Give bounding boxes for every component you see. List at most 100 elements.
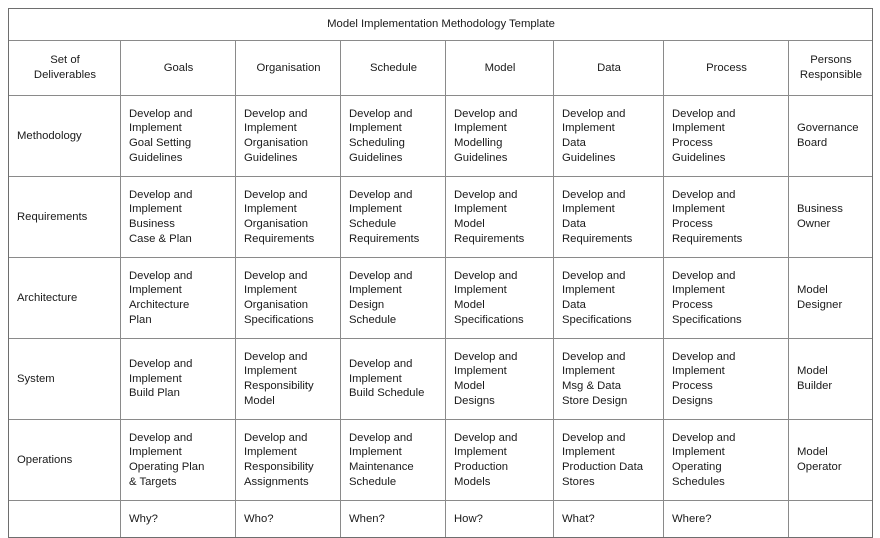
cell-line: Model [454, 299, 485, 311]
cell-line: Develop and [129, 358, 193, 371]
question-row: Why?Who?When?How?What?Where? [8, 500, 873, 538]
cell-line: Organisation [244, 137, 309, 149]
cell-line: Develop and [562, 431, 626, 444]
question-cell-5: Where? [663, 500, 789, 538]
cell-line: Msg & Data [562, 380, 622, 392]
table-title: Model Implementation Methodology Templat… [8, 8, 873, 41]
cell-line: Architecture [129, 299, 190, 311]
cell-line: Develop and [672, 269, 736, 282]
cell-line: Develop and [244, 269, 308, 282]
cell-line: Guidelines [244, 151, 298, 164]
cell-line: Develop and [244, 350, 308, 363]
cell-line: Plan [129, 313, 152, 326]
cell-line: Designs [672, 394, 713, 407]
cell-line: Process [706, 61, 747, 74]
cell-line: Requirements [349, 232, 420, 245]
cell-line: Requirements [454, 232, 525, 245]
cell-line: Develop and [349, 431, 413, 444]
cell-line: Schedule [349, 218, 397, 230]
cell-line: Schedules [672, 475, 725, 488]
cell-line: Governance [797, 122, 859, 135]
question-cell-4: What? [553, 500, 664, 538]
cell-line: Operating [672, 461, 722, 473]
cell-line: Model [797, 365, 828, 378]
cell-line: Production [454, 461, 509, 473]
cell-line: Implement [129, 122, 182, 135]
cell-line: Implement [349, 446, 402, 459]
cell-line: Set of [50, 54, 80, 67]
cell-line: Guidelines [562, 151, 616, 164]
cell-line: Implement [454, 284, 507, 297]
cell-line: Build Schedule [349, 387, 425, 400]
column-header-6: Process [663, 40, 789, 96]
cell-line: Develop and [454, 350, 518, 363]
cell-line: Develop and [244, 431, 308, 444]
cell-line: Goals [163, 61, 194, 74]
column-header-0: Set of Deliverables [8, 40, 121, 96]
cell-line: Responsibility [244, 461, 314, 473]
cell-line: Develop and [349, 269, 413, 282]
cell-line: Implement [672, 446, 725, 459]
column-header-4: Model [445, 40, 554, 96]
cell-line: Organisation [256, 61, 321, 74]
cell-line: Specifications [672, 313, 742, 326]
cell-line: Implement [129, 203, 182, 216]
cell-line: Implement [562, 284, 615, 297]
cell-line: Requirements [562, 232, 633, 245]
cell-line: Implement [672, 284, 725, 297]
cell-line: Develop and [244, 188, 308, 201]
cell-line: Business [129, 218, 175, 230]
cell-line: Scheduling [349, 137, 405, 149]
cell-line: Board [797, 137, 828, 149]
cell-line: Builder [797, 380, 833, 392]
cell-line: Designer [797, 299, 843, 311]
cell-line: Modelling [454, 137, 503, 149]
cell-line: Develop and [244, 107, 308, 120]
cell-line: Process [672, 218, 713, 230]
cell-line: Develop and [349, 107, 413, 120]
cell-line: Deliverables [33, 69, 97, 81]
cell-line: Implement [349, 372, 402, 385]
row-header-3: System [8, 338, 121, 420]
cell-line: Implement [129, 284, 182, 297]
cell-line: Develop and [129, 269, 193, 282]
cell-line: Implement [244, 446, 297, 459]
cell-line: Develop and [672, 107, 736, 120]
cell-line: Develop and [454, 107, 518, 120]
cell-line: Model [797, 284, 828, 297]
question-cell-6 [788, 500, 873, 538]
question-row-header [8, 500, 121, 538]
cell-line: Persons [810, 54, 852, 67]
cell-line: Data [562, 137, 586, 149]
cell-line: Implement [129, 446, 182, 459]
cell-line: Implement [672, 203, 725, 216]
column-header-2: Organisation [235, 40, 341, 96]
cell-line: Model [454, 380, 485, 392]
cell-line: Implement [562, 203, 615, 216]
cell-line: Develop and [562, 188, 626, 201]
cell-line: Responsible [799, 69, 863, 81]
cell-line: Specifications [244, 313, 314, 326]
title-row: Model Implementation Methodology Templat… [8, 8, 873, 41]
question-cell-0: Why? [120, 500, 236, 538]
